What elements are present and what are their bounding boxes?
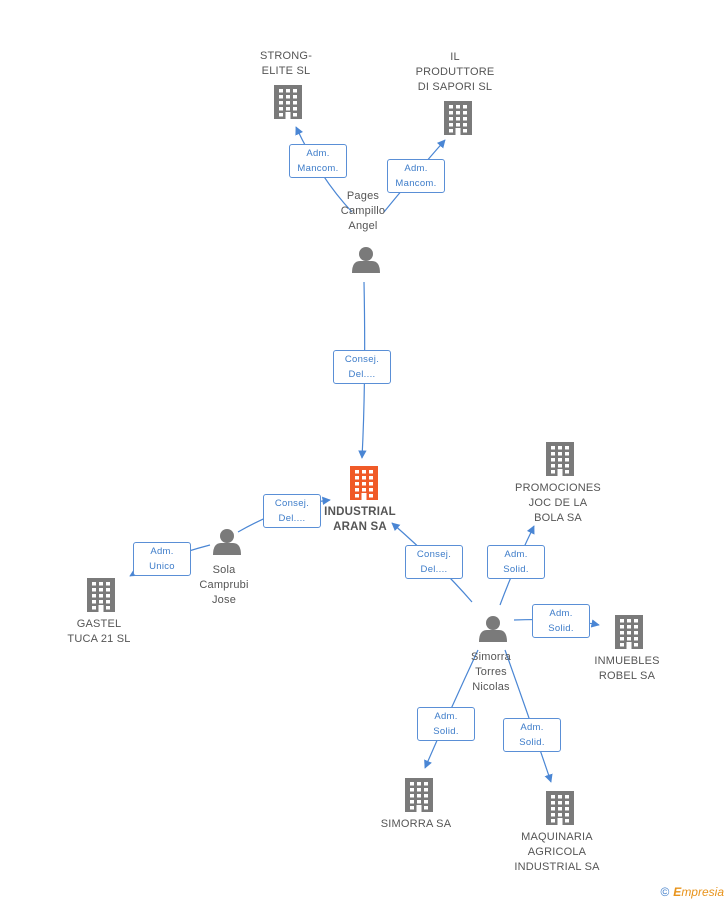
node-label-sola[interactable]: Sola Camprubi Jose (199, 564, 249, 606)
node-label-simorra_sa[interactable]: SIMORRA SA (380, 818, 452, 830)
node-label-promociones[interactable]: PROMOCIONES JOC DE LA BOLA SA (515, 482, 601, 524)
building-icon-industrial[interactable] (350, 466, 378, 500)
node-label-pages[interactable]: Pages Campillo Angel (340, 190, 386, 232)
person-icon-simorra_p[interactable] (479, 616, 507, 642)
role-badge-simorra_p-to-inmuebles[interactable]: Adm. Solid. (532, 604, 590, 638)
role-badge-simorra_p-to-industrial[interactable]: Consej. Del.... (405, 545, 463, 579)
role-badge-simorra_p-to-maquinaria[interactable]: Adm. Solid. (503, 718, 561, 752)
building-icon-gastel[interactable] (87, 578, 115, 612)
role-badge-pages-to-strong[interactable]: Adm. Mancom. (289, 144, 347, 178)
role-badge-sola-to-gastel[interactable]: Adm. Unico (133, 542, 191, 576)
node-label-strong[interactable]: STRONG- ELITE SL (259, 50, 313, 77)
building-icon-inmuebles[interactable] (615, 615, 643, 649)
brand-logo: ©Empresia (660, 885, 724, 899)
person-icon-sola[interactable] (213, 529, 241, 555)
role-badge-sola-to-industrial[interactable]: Consej. Del.... (263, 494, 321, 528)
node-label-inmuebles[interactable]: INMUEBLES ROBEL SA (594, 655, 660, 682)
node-label-maquinaria[interactable]: MAQUINARIA AGRICOLA INDUSTRIAL SA (514, 831, 600, 873)
node-label-produttore[interactable]: IL PRODUTTORE DI SAPORI SL (415, 51, 495, 93)
edge-simorra_p-to-maquinaria (504, 649, 553, 783)
building-icon-maquinaria[interactable] (546, 791, 574, 825)
building-icon-promociones[interactable] (546, 442, 574, 476)
node-label-gastel[interactable]: GASTEL TUCA 21 SL (67, 618, 131, 645)
building-icon-simorra_sa[interactable] (405, 778, 433, 812)
node-label-simorra_p[interactable]: Simorra Torres Nicolas (471, 651, 511, 693)
building-icon-strong[interactable] (274, 85, 302, 119)
node-label-industrial[interactable]: INDUSTRIAL ARAN SA (324, 506, 396, 533)
role-badge-simorra_p-to-promociones[interactable]: Adm. Solid. (487, 545, 545, 579)
role-badge-simorra_p-to-simorra_sa[interactable]: Adm. Solid. (417, 707, 475, 741)
person-icon-pages[interactable] (352, 247, 380, 273)
building-icon-produttore[interactable] (444, 101, 472, 135)
role-badge-pages-to-produttore[interactable]: Adm. Mancom. (387, 159, 445, 193)
role-badge-pages-to-industrial[interactable]: Consej. Del.... (333, 350, 391, 384)
